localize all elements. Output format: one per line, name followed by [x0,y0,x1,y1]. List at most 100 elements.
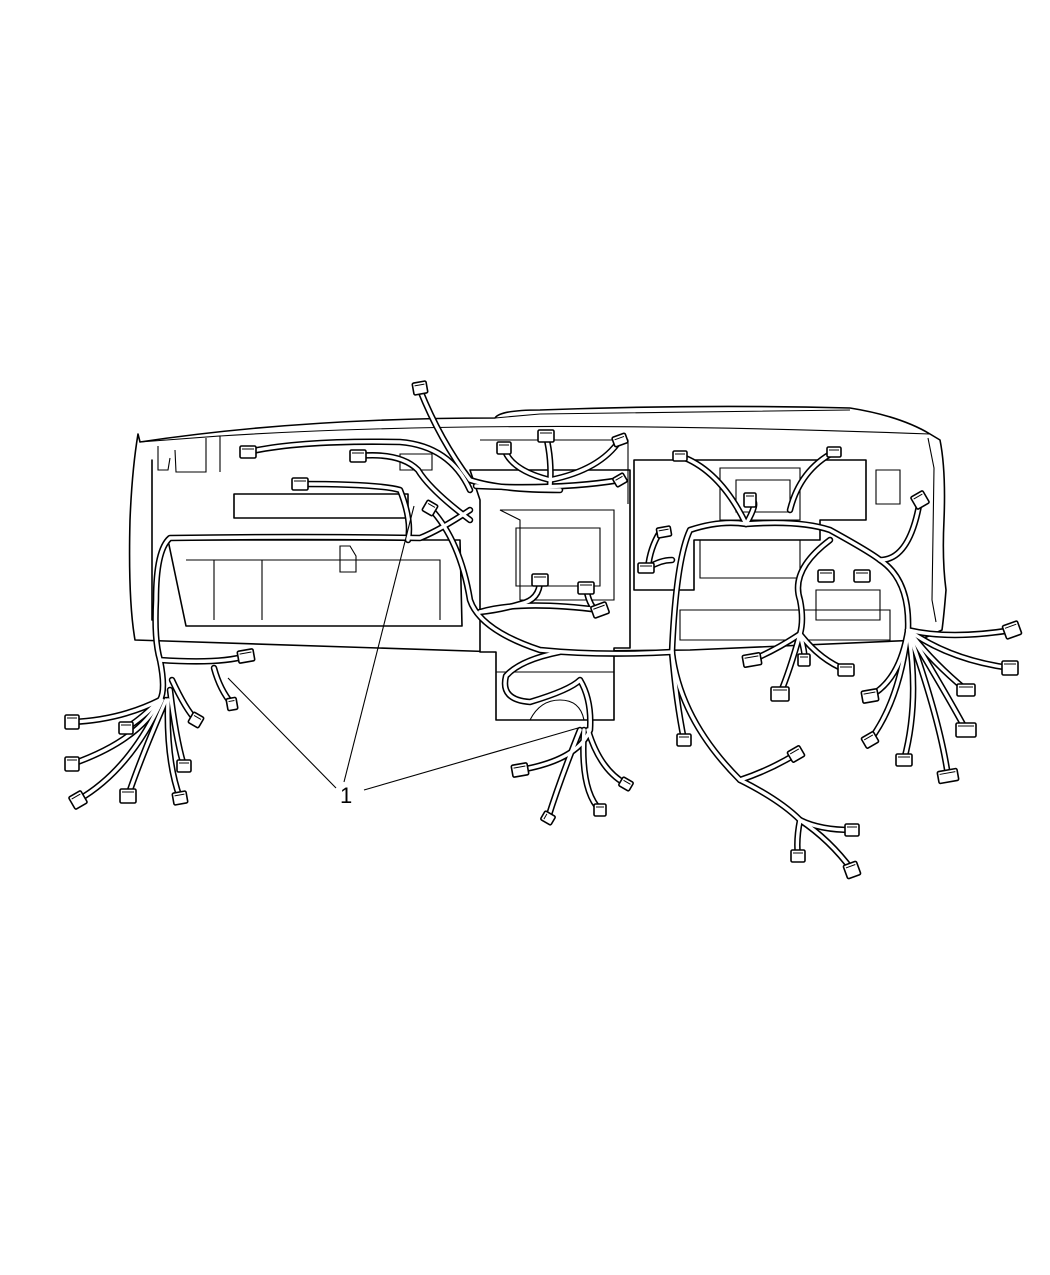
connector-plug [349,449,367,463]
callout-1: 1 [227,505,579,808]
wire-branch-core [868,628,910,742]
connector-plug-detail [863,734,874,741]
connector-plug [421,499,439,517]
connector-plug-detail [71,793,81,800]
connector-plug [593,803,607,817]
wire-branch-core [356,453,472,522]
connector-plug [786,745,806,763]
connector-plug [743,492,757,508]
connector-plug [64,714,80,730]
connector-plug-detail [623,779,631,785]
connector-plug [64,756,80,772]
wire-branch-core [902,628,915,762]
connector-plug [590,601,610,619]
wire-branch-core [906,628,1012,670]
connector-plug [797,653,811,667]
connector-plug [291,477,309,491]
connector-plug [837,663,855,677]
connector-plug [955,722,977,738]
connector-plug-detail [414,383,425,387]
connector-plug-detail [174,793,185,797]
connectors [64,380,1023,880]
wire-branch-core [76,698,164,802]
connector-plug-detail [513,765,526,769]
connector-plug [612,472,628,488]
wire-branch-core [153,508,472,664]
connector-plug [540,810,556,826]
connector-plug [531,573,549,587]
connector-plug [176,759,192,773]
connector-plug [1001,660,1019,676]
connector-plug [1001,620,1023,640]
connector-plug [910,490,930,510]
leader-line-left [227,677,337,789]
connector-plug-detail [863,691,876,695]
wire-branch-core [670,498,922,654]
connector-plug [936,767,960,785]
connector-plug [655,525,673,539]
connector-plug [236,648,256,664]
connector-plug [895,753,913,767]
connector-plug-detail [593,604,605,610]
connector-plug [842,860,862,880]
connector-plug [860,731,880,749]
connector-plug [853,569,871,583]
callout-label: 1 [340,783,352,808]
connector-plug-detail [913,493,923,500]
connector-plug [844,823,860,837]
connector-plug-detail [543,813,548,820]
wire-branch-core [906,628,950,778]
connector-plug-detail [845,864,856,869]
connector-plug [68,790,88,810]
connector-plug [676,733,692,747]
connector-plug [496,441,512,455]
wire-branch-core [428,506,674,656]
connector-plug [119,788,137,804]
connector-plug [741,651,763,669]
connector-plug [187,711,205,729]
connector-plug-detail [658,528,669,532]
connector-plug-detail [615,475,623,481]
connector-plug-detail [939,771,956,775]
connector-plug [411,380,429,396]
leader-line-middle [343,505,415,783]
wire-branch-core [546,728,582,820]
connector-plug-detail [427,502,436,508]
wire-branch-core [166,698,182,800]
wire-branch-core [70,698,162,724]
connector-plug [770,686,790,702]
wire-branch-core [70,698,162,766]
connector-plug [826,446,842,458]
connector-plug [956,683,976,697]
connector-plug-detail [239,651,252,655]
wire-branch-core [678,454,748,526]
leader-line-right [363,727,579,791]
wire-branch [668,648,804,860]
wire-branch-core [878,558,910,632]
connector-plug [577,581,595,595]
connector-plug [672,450,688,462]
connector-plug-detail [1004,623,1017,629]
connector-plug-detail [228,700,235,703]
connector-plug-detail [614,435,625,441]
connector-plug-detail [193,714,202,720]
wire-branch-core [670,650,802,858]
connector-plug [510,762,530,778]
connector-plug [171,790,189,806]
connector-plug [790,849,806,863]
connector-plug [118,721,134,735]
connector-plug [239,445,257,459]
connector-plug-detail [744,655,759,659]
wire-branch-core [906,628,1014,637]
wire-branch-core [246,440,472,492]
wire-branch-core [474,478,622,489]
wire-branch-core [158,658,165,702]
connector-plug [618,776,634,792]
connector-plug [637,562,655,574]
wire-branch-core [478,603,602,614]
connector-plug [225,696,239,712]
connector-plug-detail [789,748,800,755]
wire-branch [584,726,630,788]
connector-plug [817,569,835,583]
